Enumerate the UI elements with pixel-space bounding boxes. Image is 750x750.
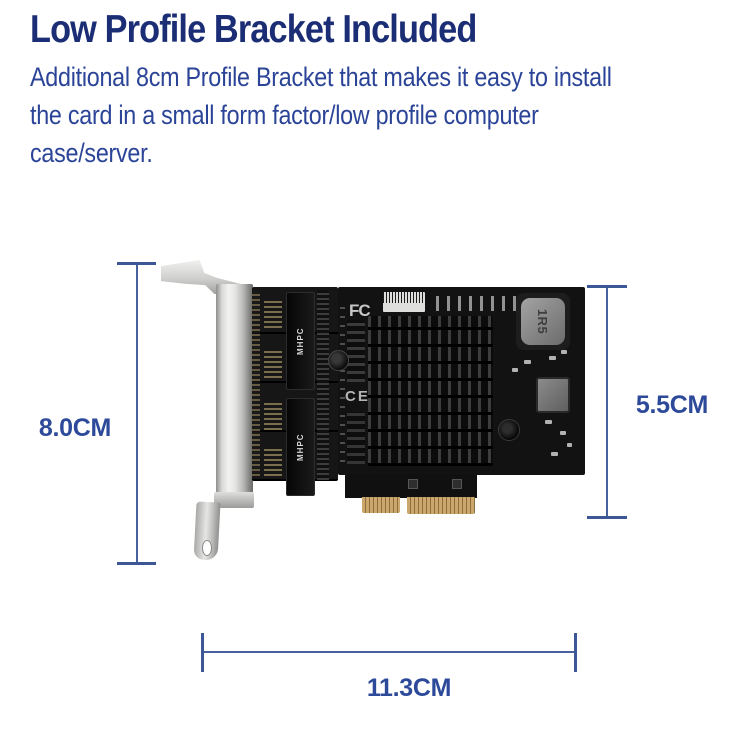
heatsink xyxy=(368,316,493,466)
module-pin-strip-left xyxy=(252,292,260,476)
smd-component xyxy=(512,368,518,372)
inductor: 1R5 xyxy=(521,298,565,345)
module-pin-cluster xyxy=(264,448,282,476)
card-height-label: 5.5CM xyxy=(635,391,709,419)
gold-fingers-long xyxy=(407,497,475,514)
description-line-2: the card in a small form factor/low prof… xyxy=(30,100,539,130)
card-length-right-tick xyxy=(574,633,577,672)
regulator-chip xyxy=(536,377,570,413)
pcb-silkscreen-column xyxy=(340,302,345,462)
capacitor-column xyxy=(347,320,365,382)
bracket-height-dimension-line xyxy=(136,264,138,564)
smd-component xyxy=(545,420,552,424)
smd-component xyxy=(549,356,556,360)
fcc-logo: FC xyxy=(349,301,371,320)
smd-component xyxy=(567,443,572,447)
connector-pad xyxy=(452,479,462,489)
bracket-height-top-tick xyxy=(117,262,156,265)
card-length-label: 11.3CM xyxy=(366,674,452,702)
mounting-hole-left xyxy=(328,350,349,371)
card-length-left-tick xyxy=(201,633,204,672)
page-title: Low Profile Bracket Included xyxy=(30,8,477,51)
barcode-label xyxy=(383,292,425,312)
module-pin-cluster xyxy=(264,348,282,378)
bracket-body xyxy=(216,284,253,500)
bracket-tail-hole xyxy=(202,540,212,556)
gold-fingers-short xyxy=(362,497,400,513)
description-line-3: case/server. xyxy=(30,138,153,168)
module-pin-cluster xyxy=(264,400,282,430)
ce-mark: CE xyxy=(345,388,370,405)
component-row-top xyxy=(436,296,522,311)
smd-component xyxy=(560,431,566,435)
card-height-dimension-line xyxy=(606,287,608,518)
card-length-dimension-line xyxy=(202,651,577,653)
capacitor-column-lower xyxy=(347,412,365,464)
transformer-bottom-label: MHPC xyxy=(296,433,305,461)
module-pin-cluster xyxy=(264,298,282,328)
smd-component xyxy=(551,452,558,456)
inductor-value-label: 1R5 xyxy=(535,308,551,335)
card-height-top-tick xyxy=(587,285,627,288)
bracket-height-label: 8.0CM xyxy=(38,414,112,442)
bracket-height-bottom-tick xyxy=(117,562,156,565)
smd-component xyxy=(524,360,531,364)
smd-component xyxy=(561,350,567,354)
mounting-hole-right xyxy=(498,419,520,441)
bracket-bottom-fold xyxy=(214,492,254,508)
connector-pad xyxy=(408,479,418,489)
transformer-top-label: MHPC xyxy=(296,327,305,355)
module-pin-strip-right xyxy=(317,290,329,480)
description-line-1: Additional 8cm Profile Bracket that make… xyxy=(30,62,612,92)
transformer-module-top: MHPC xyxy=(286,292,315,390)
card-height-bottom-tick xyxy=(587,516,627,519)
transformer-module-bottom: MHPC xyxy=(286,398,315,496)
